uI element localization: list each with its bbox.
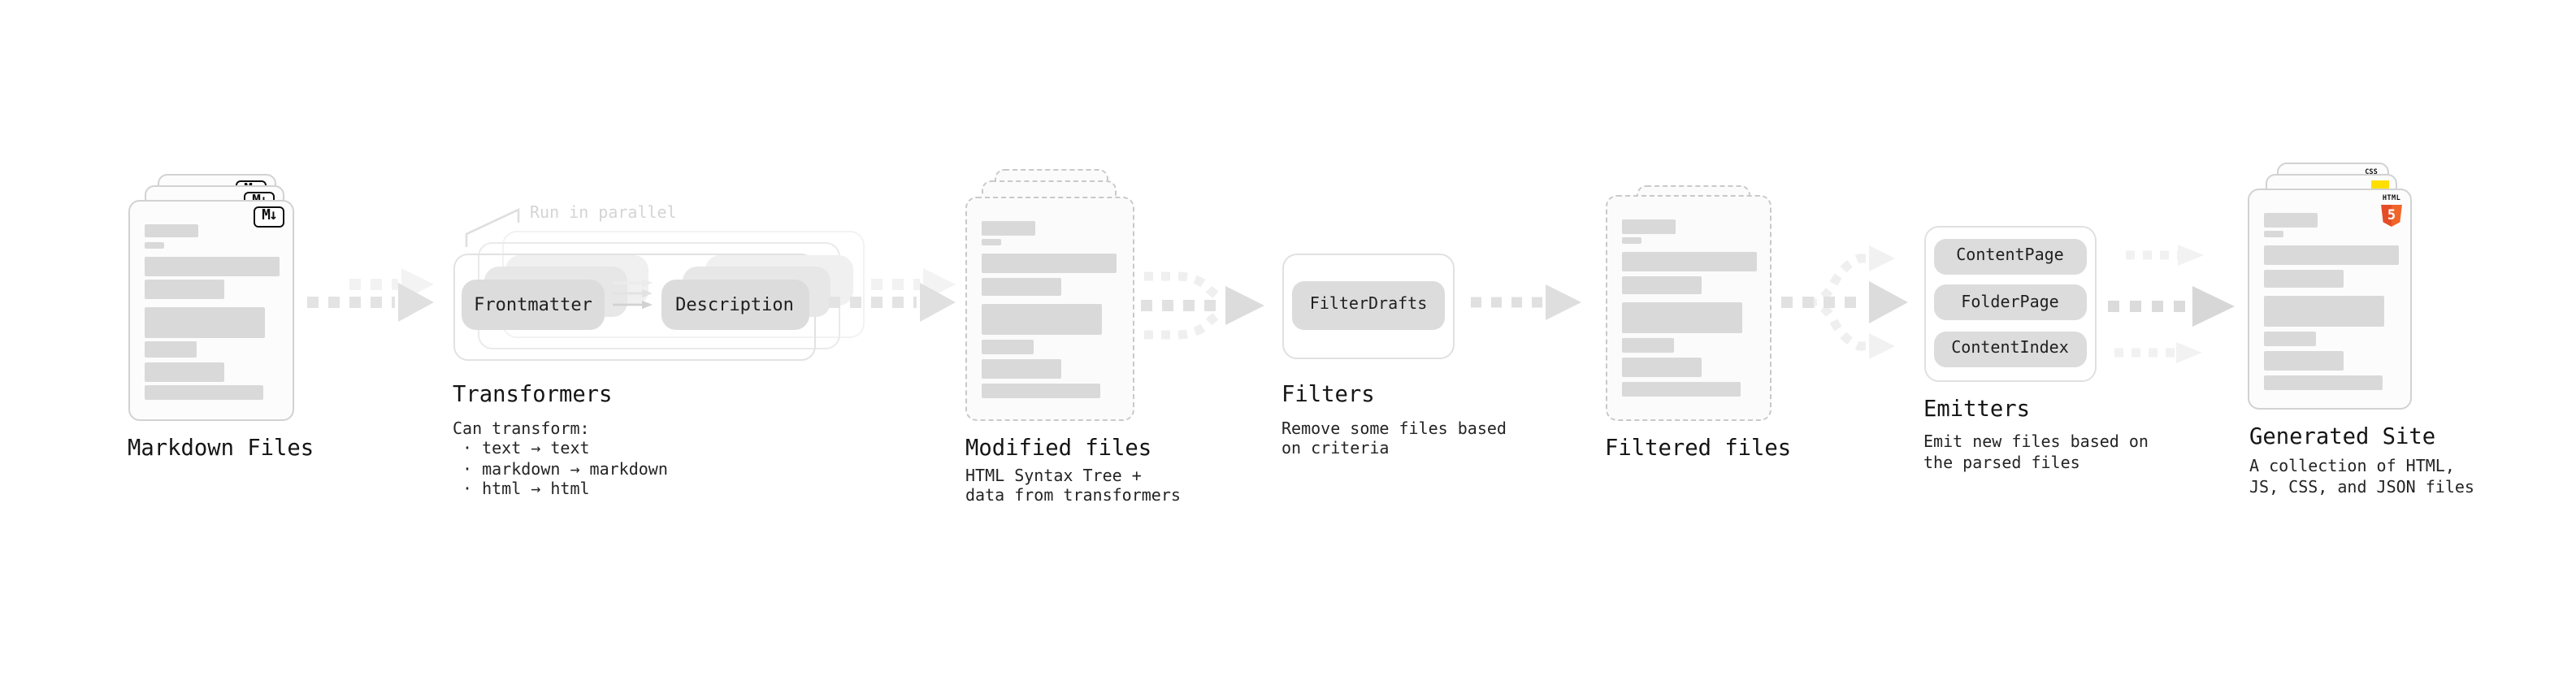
emitter-pill-folderpage: FolderPage xyxy=(1934,284,2086,320)
stage-label-transformers: Transformers xyxy=(453,381,613,407)
transformers-bullet-text: · text → text xyxy=(462,440,590,458)
arrow-emitter-folderpage-to-site xyxy=(2108,285,2235,326)
arrow-emitter-contentpage-to-site xyxy=(2126,245,2204,266)
arrow-filtered-to-emitters-fanout xyxy=(1781,245,1908,359)
markdown-logo-badge: M↓ xyxy=(254,206,284,227)
file-line-bar xyxy=(1621,252,1756,271)
html5-shield: 5 xyxy=(2381,204,2402,227)
emitter-pill-contentindex: ContentIndex xyxy=(1934,331,2086,367)
file-line-bar xyxy=(1621,219,1675,233)
file-line-bar xyxy=(982,239,1001,245)
transformers-bullet-markdown: · markdown → markdown xyxy=(462,461,668,479)
stage-label-emitters: Emitters xyxy=(1923,396,2030,422)
file-line-bar xyxy=(144,306,264,337)
emitters-description: Emit new files based on the parsed files xyxy=(1923,434,2149,472)
modified-files-description: HTML Syntax Tree + data from transformer… xyxy=(965,467,1181,505)
file-line-bar xyxy=(2263,375,2382,389)
filtered-file-card xyxy=(1605,195,1772,420)
arrow-markdown-to-transformers xyxy=(307,268,434,322)
file-line-bar xyxy=(2263,331,2315,346)
file-line-bar xyxy=(982,304,1102,335)
file-line-bar xyxy=(144,385,262,400)
file-line-bar xyxy=(982,254,1117,273)
file-line-bar xyxy=(2263,296,2383,327)
file-line-bar xyxy=(982,277,1061,296)
file-line-bar xyxy=(982,221,1035,235)
html5-number: 5 xyxy=(2387,207,2396,223)
arrow-filters-to-filtered xyxy=(1471,284,1581,320)
file-line-bar xyxy=(2263,213,2317,227)
stage-label-markdown-files: Markdown Files xyxy=(128,436,314,462)
run-in-parallel-note: Run in parallel xyxy=(530,205,677,223)
generated-html-file-card: HTML 5 xyxy=(2247,189,2412,409)
file-line-bar xyxy=(2263,231,2283,237)
file-line-bar xyxy=(2263,269,2343,288)
filters-description: Remove some files based on criteria xyxy=(1281,420,1507,458)
emitter-pill-contentpage: ContentPage xyxy=(1934,238,2086,274)
stage-label-modified-files: Modified files xyxy=(965,436,1152,462)
markdown-file-card: M↓ xyxy=(128,199,293,420)
file-line-bar xyxy=(1621,337,1673,353)
file-line-bar xyxy=(144,341,196,357)
file-line-bar xyxy=(982,359,1061,379)
stage-label-filtered-files: Filtered files xyxy=(1605,436,1792,462)
file-line-bar xyxy=(982,339,1034,354)
transformers-bullet-html: · html → html xyxy=(462,481,590,499)
file-line-bar xyxy=(1621,358,1701,377)
transformers-description-title: Can transform: xyxy=(453,420,590,438)
filter-pill-filterdrafts: FilterDrafts xyxy=(1292,280,1445,329)
file-line-bar xyxy=(144,280,223,298)
js-logo-icon xyxy=(2370,180,2388,189)
file-line-bar xyxy=(2263,351,2343,371)
file-line-bar xyxy=(1621,275,1701,294)
transformer-pill-description: Description xyxy=(661,279,809,329)
html5-logo-text: HTML xyxy=(2382,195,2401,203)
arrow-emitter-contentindex-to-site xyxy=(2114,342,2202,363)
modified-file-card xyxy=(965,197,1134,420)
run-in-parallel-connector-line xyxy=(465,207,520,247)
generated-site-description: A collection of HTML, JS, CSS, and JSON … xyxy=(2249,458,2474,497)
transformer-pill-frontmatter: Frontmatter xyxy=(462,279,605,329)
file-line-bar xyxy=(1621,237,1641,244)
html5-logo-icon: HTML 5 xyxy=(2380,195,2403,227)
arrow-modified-to-filters-converge xyxy=(1141,271,1264,340)
file-line-bar xyxy=(1621,302,1741,333)
file-line-bar xyxy=(144,362,223,381)
file-line-bar xyxy=(982,383,1100,397)
arrow-transformers-to-modified xyxy=(829,268,956,322)
stage-label-filters: Filters xyxy=(1281,381,1375,407)
css-logo-text: CSS xyxy=(2365,168,2378,176)
file-line-bar xyxy=(144,223,197,237)
file-line-bar xyxy=(144,256,279,275)
stage-label-generated-site: Generated Site xyxy=(2249,423,2436,449)
file-line-bar xyxy=(144,241,163,248)
parallel-arrows-icon xyxy=(613,277,653,309)
file-line-bar xyxy=(1621,381,1740,396)
file-line-bar xyxy=(2263,245,2398,265)
